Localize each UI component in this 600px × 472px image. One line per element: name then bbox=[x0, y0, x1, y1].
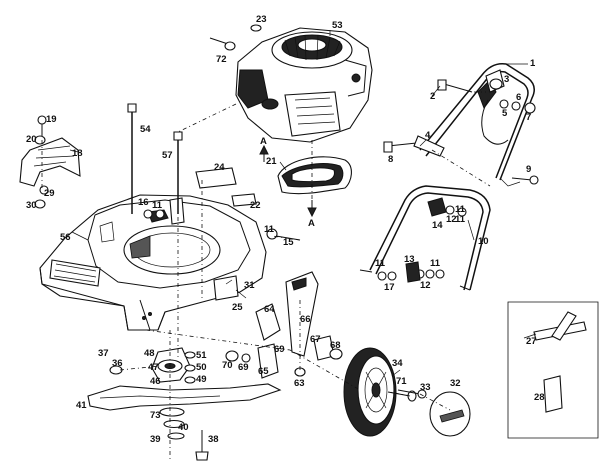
callout-38: 38 bbox=[208, 434, 219, 445]
callout-5: 5 bbox=[502, 108, 508, 119]
callout-56: 56 bbox=[60, 232, 71, 243]
callout-31: 31 bbox=[244, 280, 255, 291]
callout-65: 65 bbox=[258, 366, 269, 377]
cutting-blade bbox=[87, 383, 282, 411]
callout-15: 15 bbox=[283, 237, 294, 248]
callout-48: 48 bbox=[144, 348, 155, 359]
callout-23: 23 bbox=[256, 14, 267, 25]
section-label-a-upper: A bbox=[260, 136, 267, 147]
callout-18: 18 bbox=[72, 148, 83, 159]
callout-72: 72 bbox=[216, 54, 227, 65]
callout-69-a: 69 bbox=[238, 362, 249, 373]
callout-13: 13 bbox=[404, 254, 415, 265]
callout-34: 34 bbox=[392, 358, 403, 369]
callout-63: 63 bbox=[294, 378, 305, 389]
callout-17: 17 bbox=[384, 282, 395, 293]
callout-67: 67 bbox=[310, 334, 321, 345]
callout-11-e: 11 bbox=[264, 224, 275, 235]
callout-29: 29 bbox=[44, 188, 55, 199]
callout-11-b: 11 bbox=[375, 258, 386, 269]
callout-39: 39 bbox=[150, 434, 161, 445]
lower-handle bbox=[359, 185, 491, 291]
callout-11-d: 11 bbox=[152, 200, 163, 211]
callout-28: 28 bbox=[534, 392, 545, 403]
callout-64: 64 bbox=[264, 304, 275, 315]
callout-32: 32 bbox=[450, 378, 461, 389]
callout-11-c: 11 bbox=[430, 258, 441, 269]
callout-12-a: 12 bbox=[446, 214, 457, 225]
callout-19: 19 bbox=[46, 114, 57, 125]
side-deflector bbox=[19, 137, 81, 187]
callout-54: 54 bbox=[140, 124, 151, 135]
callout-24: 24 bbox=[214, 162, 225, 173]
upper-handle bbox=[419, 62, 535, 187]
callout-51: 51 bbox=[196, 350, 207, 361]
mower-deck bbox=[39, 194, 267, 331]
callout-14: 14 bbox=[432, 220, 443, 231]
callout-3: 3 bbox=[504, 74, 509, 85]
callout-22: 22 bbox=[250, 200, 261, 211]
callout-46: 46 bbox=[150, 376, 161, 387]
callout-53: 53 bbox=[332, 20, 343, 31]
alignment-lines bbox=[41, 91, 491, 460]
rear-flap-assembly bbox=[225, 271, 343, 379]
callout-66: 66 bbox=[300, 314, 311, 325]
callout-4: 4 bbox=[425, 130, 431, 141]
callout-11-a: 11 bbox=[455, 214, 466, 225]
callout-41: 41 bbox=[76, 400, 87, 411]
hub-cap bbox=[429, 391, 471, 437]
engine bbox=[235, 27, 373, 143]
callout-57: 57 bbox=[162, 150, 173, 161]
callout-7: 7 bbox=[526, 112, 531, 123]
callout-27: 27 bbox=[526, 336, 537, 347]
callout-labels: 1 2 3 4 5 6 7 8 9 10 11 11 11 11 11 11 1… bbox=[26, 14, 545, 445]
callout-40: 40 bbox=[178, 422, 189, 433]
callout-9: 9 bbox=[526, 164, 531, 175]
section-label-a-lower: A bbox=[308, 218, 315, 229]
callout-49: 49 bbox=[196, 374, 207, 385]
callout-70: 70 bbox=[222, 360, 233, 371]
callout-30: 30 bbox=[26, 200, 37, 211]
accessory-inset bbox=[507, 301, 599, 439]
callout-20: 20 bbox=[26, 134, 37, 145]
callout-25: 25 bbox=[232, 302, 243, 313]
callout-73: 73 bbox=[150, 410, 161, 421]
callout-2: 2 bbox=[430, 91, 435, 102]
wheel bbox=[343, 347, 417, 437]
leader-lines bbox=[69, 30, 537, 377]
callout-47: 47 bbox=[148, 362, 159, 373]
callout-16: 16 bbox=[138, 197, 149, 208]
callout-11-f: 11 bbox=[455, 204, 466, 215]
callout-1: 1 bbox=[530, 58, 536, 69]
callout-12-b: 12 bbox=[420, 280, 431, 291]
section-arrowhead-a-upper bbox=[259, 144, 269, 155]
callout-10: 10 bbox=[478, 236, 489, 247]
callout-36: 36 bbox=[112, 358, 123, 369]
callout-69-b: 69 bbox=[274, 344, 285, 355]
callout-50: 50 bbox=[196, 362, 207, 373]
callout-68: 68 bbox=[330, 340, 341, 351]
callout-21: 21 bbox=[266, 156, 277, 167]
baffle-ring bbox=[277, 156, 352, 195]
callout-33: 33 bbox=[420, 382, 431, 393]
callout-8: 8 bbox=[388, 154, 393, 165]
callout-71: 71 bbox=[396, 376, 407, 387]
section-arrowhead-a-lower bbox=[307, 207, 317, 218]
callout-37: 37 bbox=[98, 348, 109, 359]
callout-6: 6 bbox=[516, 92, 521, 103]
